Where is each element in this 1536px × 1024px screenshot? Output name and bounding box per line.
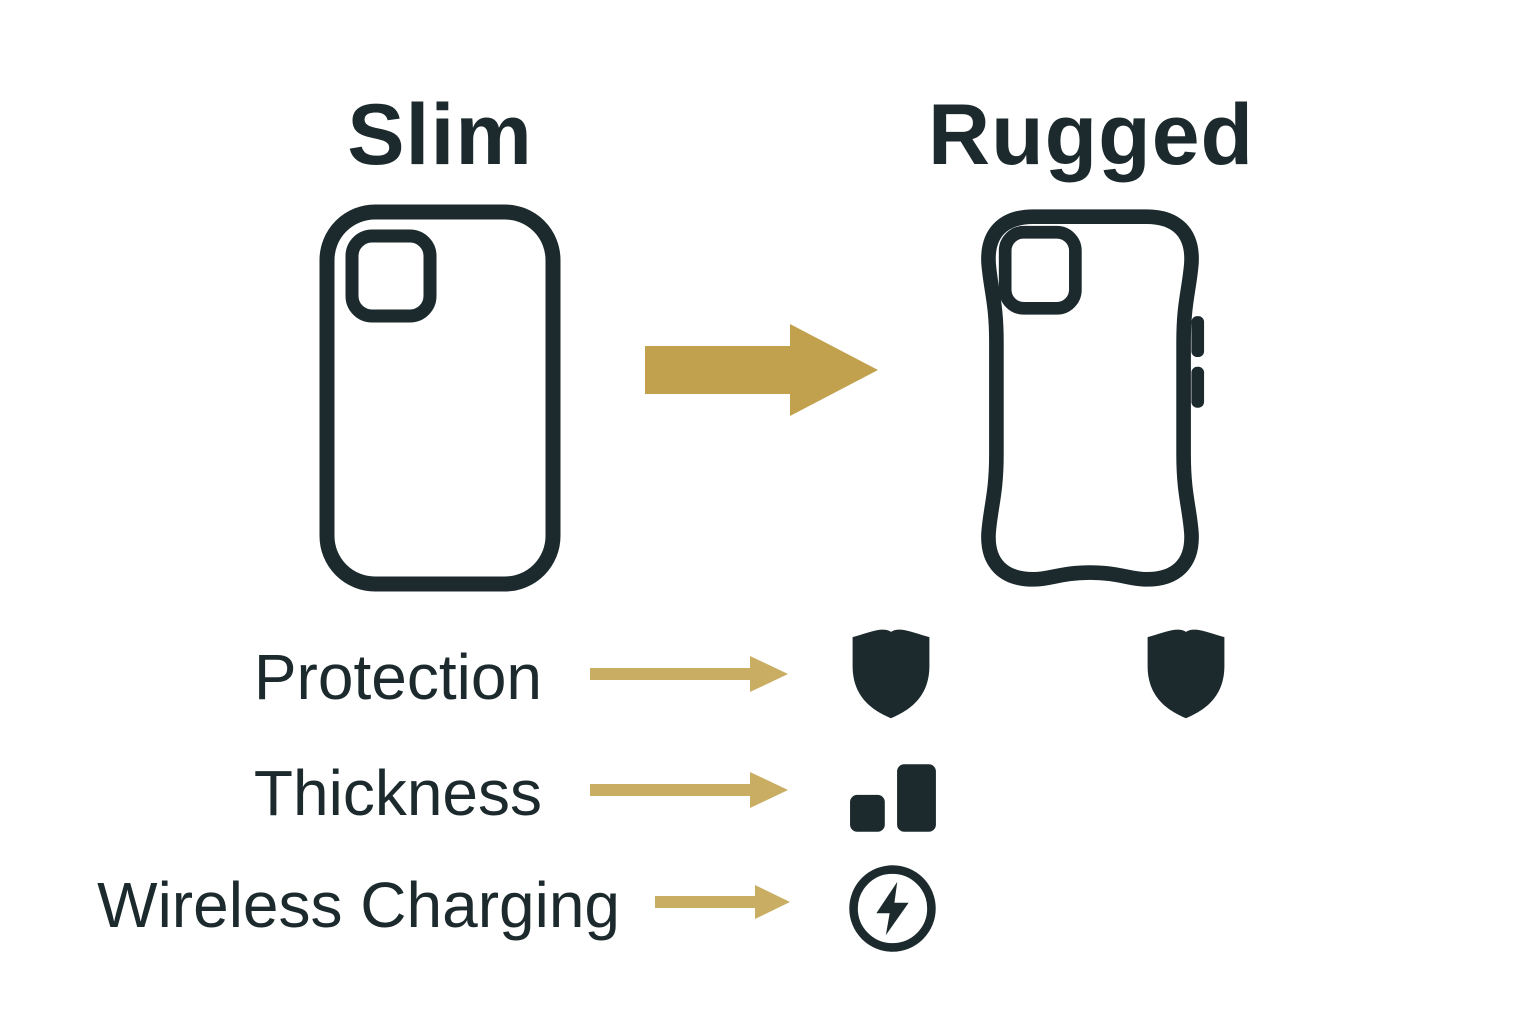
wireless-charging-label: Wireless Charging	[97, 869, 620, 941]
rugged-title: Rugged	[928, 87, 1255, 183]
shield-icon	[845, 624, 937, 720]
thickness-label: Thickness	[253, 757, 542, 829]
thickness-bars-icon	[848, 762, 940, 834]
rugged-phone-case-icon	[965, 203, 1215, 593]
shield-icon	[1140, 624, 1232, 720]
wireless-charging-icon	[845, 861, 940, 956]
protection-arrow-icon	[590, 652, 790, 696]
slim-title: Slim	[347, 87, 533, 183]
protection-label: Protection	[253, 641, 542, 713]
slim-phone-case-icon	[318, 203, 562, 593]
arrow-right-icon	[645, 322, 880, 418]
thickness-arrow-icon	[590, 768, 790, 812]
wireless-charging-arrow-icon	[655, 882, 792, 922]
